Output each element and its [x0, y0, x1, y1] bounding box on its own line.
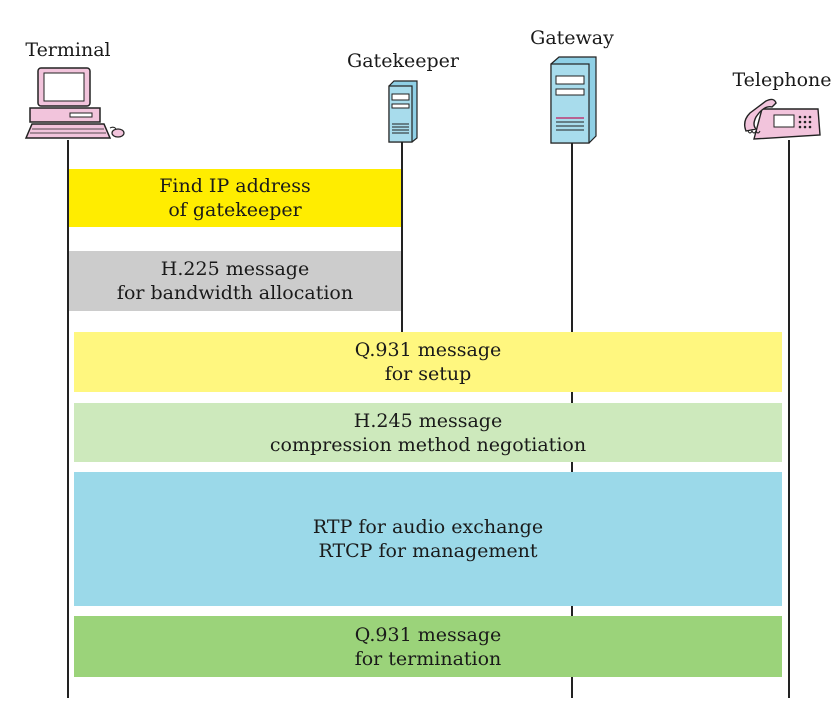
msg-line-2: of gatekeeper — [168, 199, 302, 221]
find-gatekeeper-box: Find IP address of gatekeeper — [69, 169, 401, 227]
terminal-lifeline — [67, 140, 69, 698]
gateway-server-icon — [550, 56, 597, 144]
computer-terminal-icon — [24, 67, 125, 139]
telephone-icon — [743, 98, 821, 140]
msg-line-1: H.225 message — [160, 258, 310, 280]
gatekeeper-lifeline — [401, 142, 403, 337]
msg-line-1: H.245 message — [353, 409, 503, 432]
gateway-label: Gateway — [530, 27, 614, 49]
rtp-rtcp-box: RTP for audio exchange RTCP for manageme… — [74, 472, 782, 606]
msg-line-2: for setup — [384, 363, 472, 385]
q931-termination-box: Q.931 message for termination — [74, 616, 782, 677]
h245-negotiation-box: H.245 message compression method negotia… — [74, 403, 782, 462]
telephone-label: Telephone — [732, 69, 832, 91]
terminal-label: Terminal — [25, 39, 111, 61]
msg-line-2: for bandwidth allocation — [116, 282, 354, 304]
msg-line-1: Q.931 message — [354, 339, 502, 361]
msg-line-2: for termination — [354, 647, 502, 670]
gatekeeper-server-icon — [388, 80, 418, 143]
msg-line-2: compression method negotiation — [269, 433, 587, 456]
msg-line-1: Q.931 message — [354, 623, 502, 646]
telephone-lifeline — [788, 140, 790, 698]
h225-bandwidth-box: H.225 message for bandwidth allocation — [69, 251, 401, 311]
msg-line-1: RTP for audio exchange — [312, 516, 544, 538]
msg-line-2: RTCP for management — [318, 540, 538, 562]
msg-line-1: Find IP address — [159, 175, 311, 197]
gatekeeper-label: Gatekeeper — [347, 50, 459, 72]
q931-setup-box: Q.931 message for setup — [74, 332, 782, 392]
